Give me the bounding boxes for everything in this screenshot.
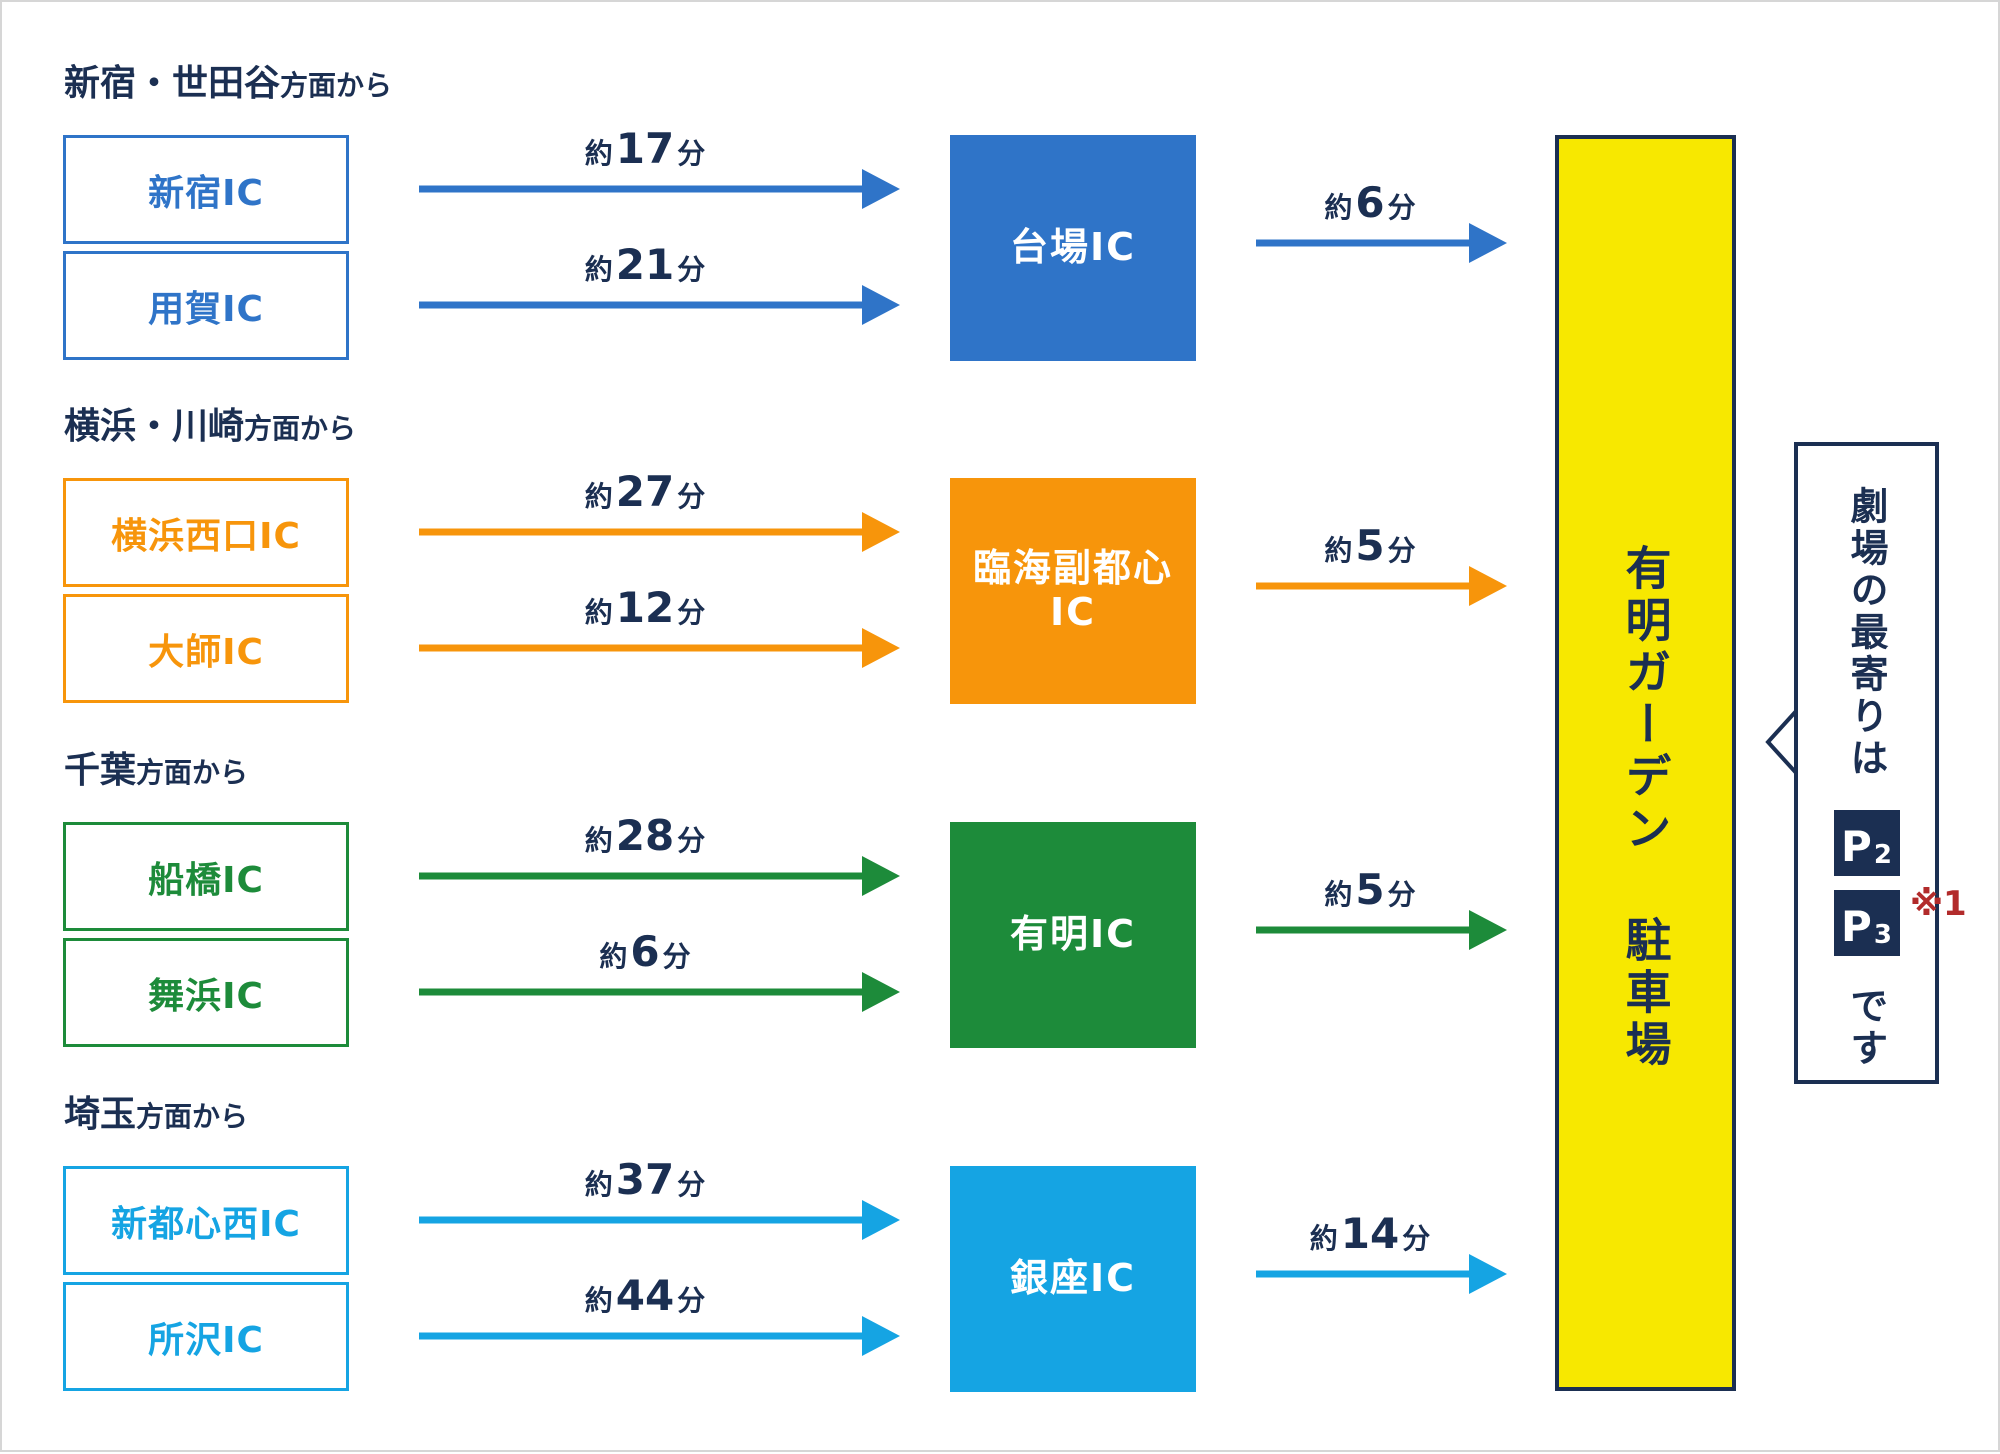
- time-prefix: 約: [1324, 534, 1353, 567]
- route-arrow: [419, 628, 900, 668]
- time-suffix: 分: [677, 480, 706, 513]
- time-minutes: 6: [1355, 178, 1385, 227]
- time-minutes: 5: [1355, 521, 1385, 570]
- region-direction: 方面から: [136, 756, 249, 789]
- time-minutes: 12: [615, 583, 675, 632]
- time-prefix: 約: [584, 824, 613, 857]
- route-arrow: [419, 1200, 900, 1240]
- route-arrow: [419, 169, 900, 209]
- time-minutes: 21: [615, 240, 675, 289]
- interchange-box: 台場IC: [950, 135, 1196, 361]
- time-minutes: 5: [1355, 865, 1385, 914]
- time-prefix: 約: [584, 137, 613, 170]
- time-minutes: 14: [1340, 1209, 1400, 1258]
- p2-letter: P: [1841, 822, 1872, 871]
- time-prefix: 約: [584, 253, 613, 286]
- origin-ic-box: 船橋IC: [63, 822, 349, 931]
- route-arrow: [419, 972, 900, 1012]
- region-direction: 方面から: [244, 412, 357, 445]
- time-prefix: 約: [584, 1168, 613, 1201]
- time-prefix: 約: [1324, 191, 1353, 224]
- p3-number: 3: [1873, 920, 1892, 950]
- region-title: 千葉方面から: [64, 753, 248, 789]
- to-parking-arrow: [1256, 223, 1507, 263]
- time-suffix: 分: [1402, 1222, 1431, 1255]
- region-title: 埼玉方面から: [64, 1097, 248, 1133]
- region-name: 横浜・川崎: [64, 406, 245, 447]
- time-prefix: 約: [584, 480, 613, 513]
- time-prefix: 約: [1324, 878, 1353, 911]
- time-prefix: 約: [584, 596, 613, 629]
- p2-number: 2: [1873, 840, 1892, 870]
- time-minutes: 27: [615, 467, 675, 516]
- time-prefix: 約: [1309, 1222, 1338, 1255]
- region-direction: 方面から: [280, 69, 393, 102]
- time-minutes: 6: [630, 927, 660, 976]
- time-minutes: 28: [615, 811, 675, 860]
- region-title: 新宿・世田谷方面から: [64, 66, 392, 102]
- time-suffix: 分: [677, 1168, 706, 1201]
- region-direction: 方面から: [136, 1100, 249, 1133]
- callout-text-top: 劇場の最寄りは: [1844, 486, 1888, 780]
- parking-destination: 有明ガーデン 駐車場: [1555, 135, 1736, 1391]
- interchange-box: 銀座IC: [950, 1166, 1196, 1392]
- region-title: 横浜・川崎方面から: [64, 409, 356, 445]
- time-suffix: 分: [677, 253, 706, 286]
- region-name: 新宿・世田谷: [64, 63, 281, 104]
- time-suffix: 分: [1387, 878, 1416, 911]
- footnote-mark: ※1: [1910, 884, 1967, 924]
- time-minutes: 17: [615, 124, 675, 173]
- interchange-box: 有明IC: [950, 822, 1196, 1048]
- time-prefix: 約: [599, 940, 628, 973]
- time-prefix: 約: [584, 1284, 613, 1317]
- time-suffix: 分: [662, 940, 691, 973]
- origin-ic-box: 新都心西IC: [63, 1166, 349, 1275]
- time-suffix: 分: [677, 137, 706, 170]
- origin-ic-box: 所沢IC: [63, 1282, 349, 1391]
- time-suffix: 分: [677, 824, 706, 857]
- route-arrow: [419, 1316, 900, 1356]
- p3-letter: P: [1841, 902, 1872, 951]
- origin-ic-box: 大師IC: [63, 594, 349, 703]
- route-arrow: [419, 856, 900, 896]
- route-arrow: [419, 512, 900, 552]
- time-suffix: 分: [677, 1284, 706, 1317]
- time-minutes: 44: [615, 1271, 675, 1320]
- parking-name: 有明ガーデン 駐車場: [1618, 544, 1673, 1072]
- origin-ic-box: 舞浜IC: [63, 938, 349, 1047]
- origin-ic-box: 横浜西口IC: [63, 478, 349, 587]
- region-name: 千葉: [64, 750, 137, 791]
- to-parking-arrow: [1256, 566, 1507, 606]
- time-suffix: 分: [1387, 191, 1416, 224]
- time-suffix: 分: [677, 596, 706, 629]
- time-minutes: 37: [615, 1155, 675, 1204]
- route-arrow: [419, 285, 900, 325]
- to-parking-arrow: [1256, 1254, 1507, 1294]
- region-name: 埼玉: [64, 1094, 137, 1135]
- origin-ic-box: 用賀IC: [63, 251, 349, 360]
- interchange-box: 臨海副都心 IC: [950, 478, 1196, 704]
- callout-text-bottom: です: [1844, 986, 1888, 1070]
- time-suffix: 分: [1387, 534, 1416, 567]
- origin-ic-box: 新宿IC: [63, 135, 349, 244]
- to-parking-arrow: [1256, 910, 1507, 950]
